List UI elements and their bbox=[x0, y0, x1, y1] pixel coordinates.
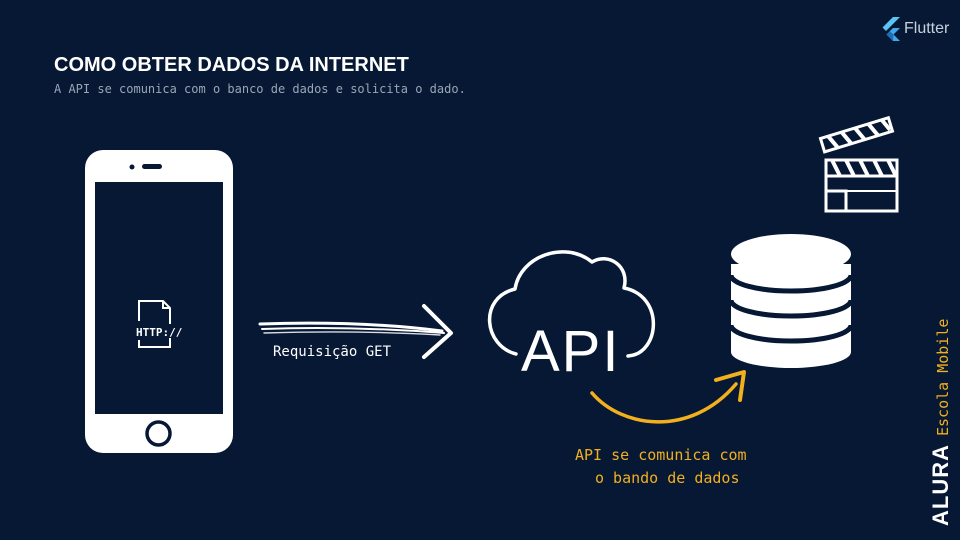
page-title: COMO OBTER DADOS DA INTERNET bbox=[54, 54, 409, 76]
cloud-icon bbox=[487, 250, 656, 358]
page-subtitle: A API se comunica com o banco de dados e… bbox=[54, 82, 466, 96]
flutter-logo: Flutter bbox=[880, 16, 954, 42]
request-arrow bbox=[258, 304, 453, 359]
http-file-icon: HTTP:// bbox=[131, 300, 183, 348]
cloud-label: API bbox=[521, 319, 621, 384]
db-caption-line1: API se comunica com bbox=[575, 446, 747, 464]
flutter-icon bbox=[882, 17, 900, 41]
flutter-logo-text: Flutter bbox=[904, 20, 950, 37]
http-file-label: HTTP:// bbox=[136, 326, 183, 339]
alura-brand-sub: Escola Mobile bbox=[934, 318, 952, 436]
request-label: Requisição GET bbox=[273, 344, 392, 360]
db-caption-line2: o bando de dados bbox=[595, 469, 740, 487]
alura-brand: ALURA Escola Mobile bbox=[920, 290, 960, 530]
alura-brand-name: ALURA bbox=[928, 444, 953, 526]
db-arrow bbox=[590, 370, 746, 424]
clapperboard-icon bbox=[818, 115, 899, 213]
database-icon bbox=[728, 234, 854, 368]
